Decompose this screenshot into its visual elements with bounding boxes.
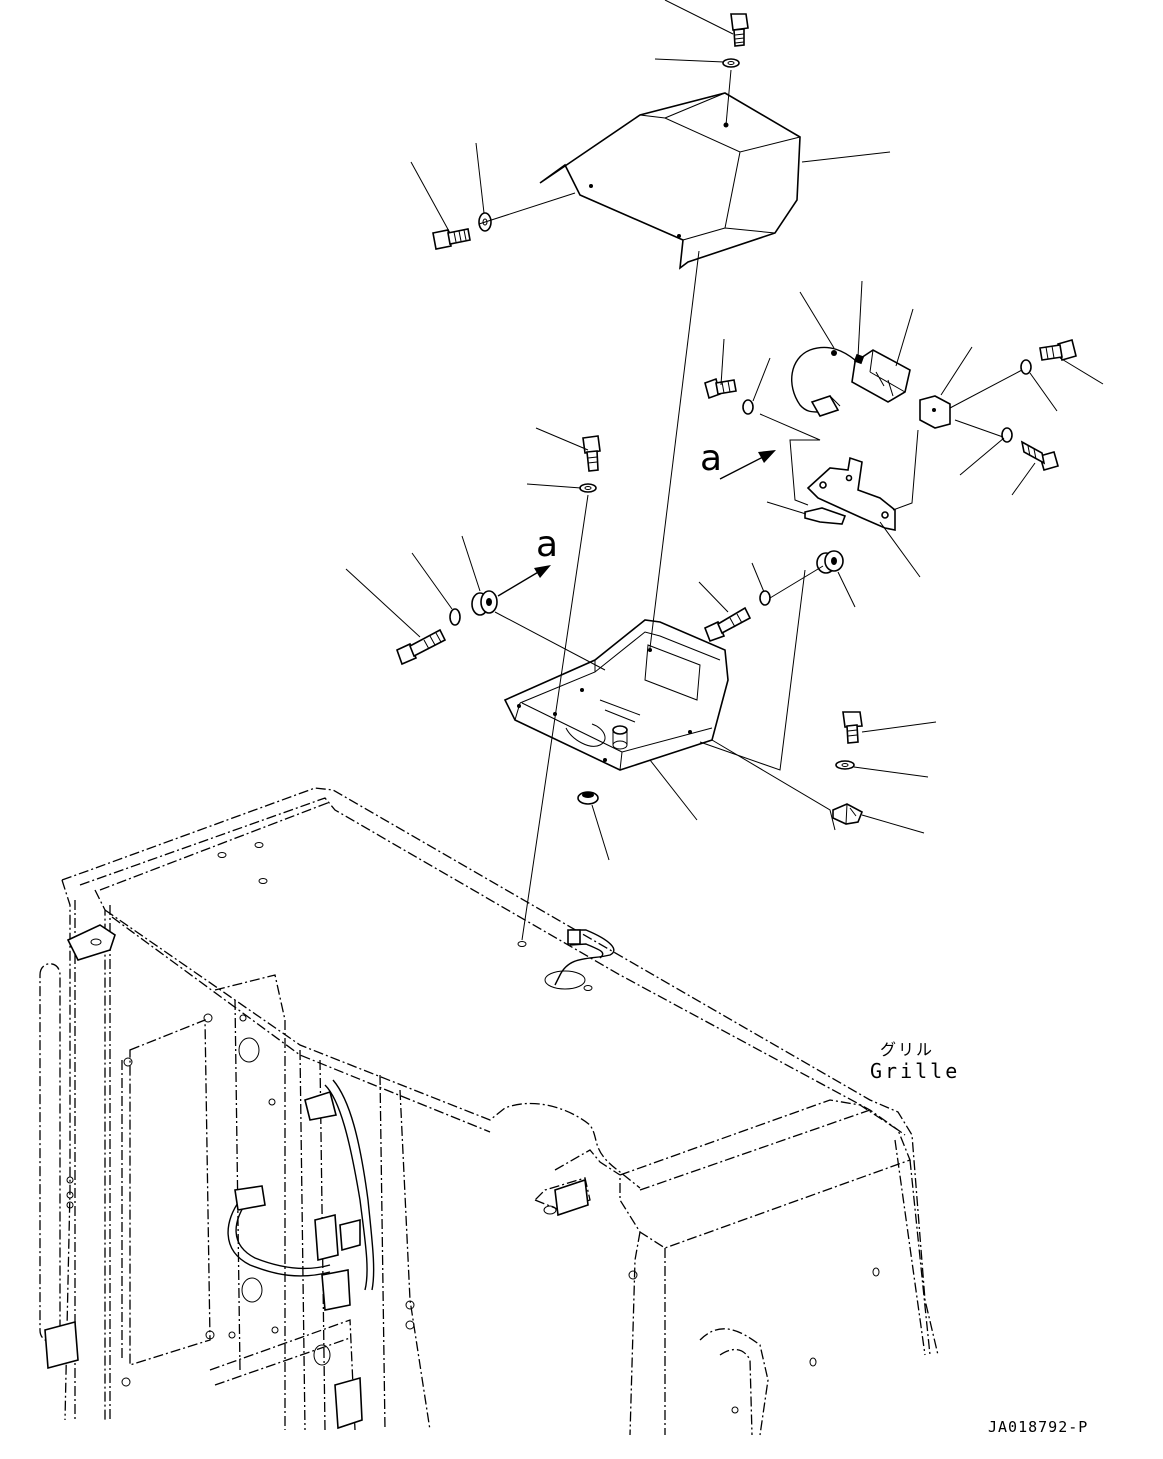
right-rubber-mount	[817, 551, 843, 573]
alignment-lines	[479, 70, 1022, 940]
switch-left-washer	[743, 400, 753, 414]
switch-spacer	[805, 508, 845, 524]
center-bolt	[583, 436, 600, 471]
bottom-grommet	[578, 792, 598, 804]
view-label-lower: a	[536, 524, 558, 565]
switch-right-bolt-lower	[1022, 442, 1058, 470]
switch-right-washer-upper	[1021, 360, 1031, 374]
switch-right-washer-lower	[1002, 428, 1012, 442]
machine-body	[40, 788, 938, 1435]
clamp	[833, 804, 862, 824]
switch-plate	[920, 396, 950, 428]
grille-label-en: Grille	[870, 1059, 960, 1083]
body-holes	[67, 843, 879, 1414]
top-bolt	[731, 14, 748, 46]
switch-right-bolt-upper	[1040, 340, 1076, 360]
drawing-id: JA018792-P	[988, 1418, 1088, 1436]
clamp-washer	[836, 761, 854, 769]
switch-body	[852, 350, 910, 402]
left-bolt	[397, 630, 445, 664]
mounting-bracket	[505, 620, 728, 770]
top-cover	[540, 93, 800, 268]
switch-harness	[792, 347, 855, 416]
switch-left-bolt	[705, 379, 736, 398]
right-bolt	[705, 608, 750, 641]
view-label-upper: a	[700, 438, 722, 479]
top-washer	[723, 59, 739, 67]
right-washer	[760, 591, 770, 605]
leader-lines	[346, 0, 1103, 860]
left-washer	[450, 609, 460, 625]
center-washer	[580, 484, 596, 492]
view-arrow-lower	[498, 565, 551, 596]
clamp-bolt	[843, 712, 862, 743]
cover-left-bolt	[433, 229, 470, 249]
view-arrow-upper	[720, 450, 776, 479]
switch-bracket	[808, 458, 895, 530]
grille-label-jp: グリル	[880, 1040, 934, 1059]
left-rubber-mount	[472, 591, 497, 615]
